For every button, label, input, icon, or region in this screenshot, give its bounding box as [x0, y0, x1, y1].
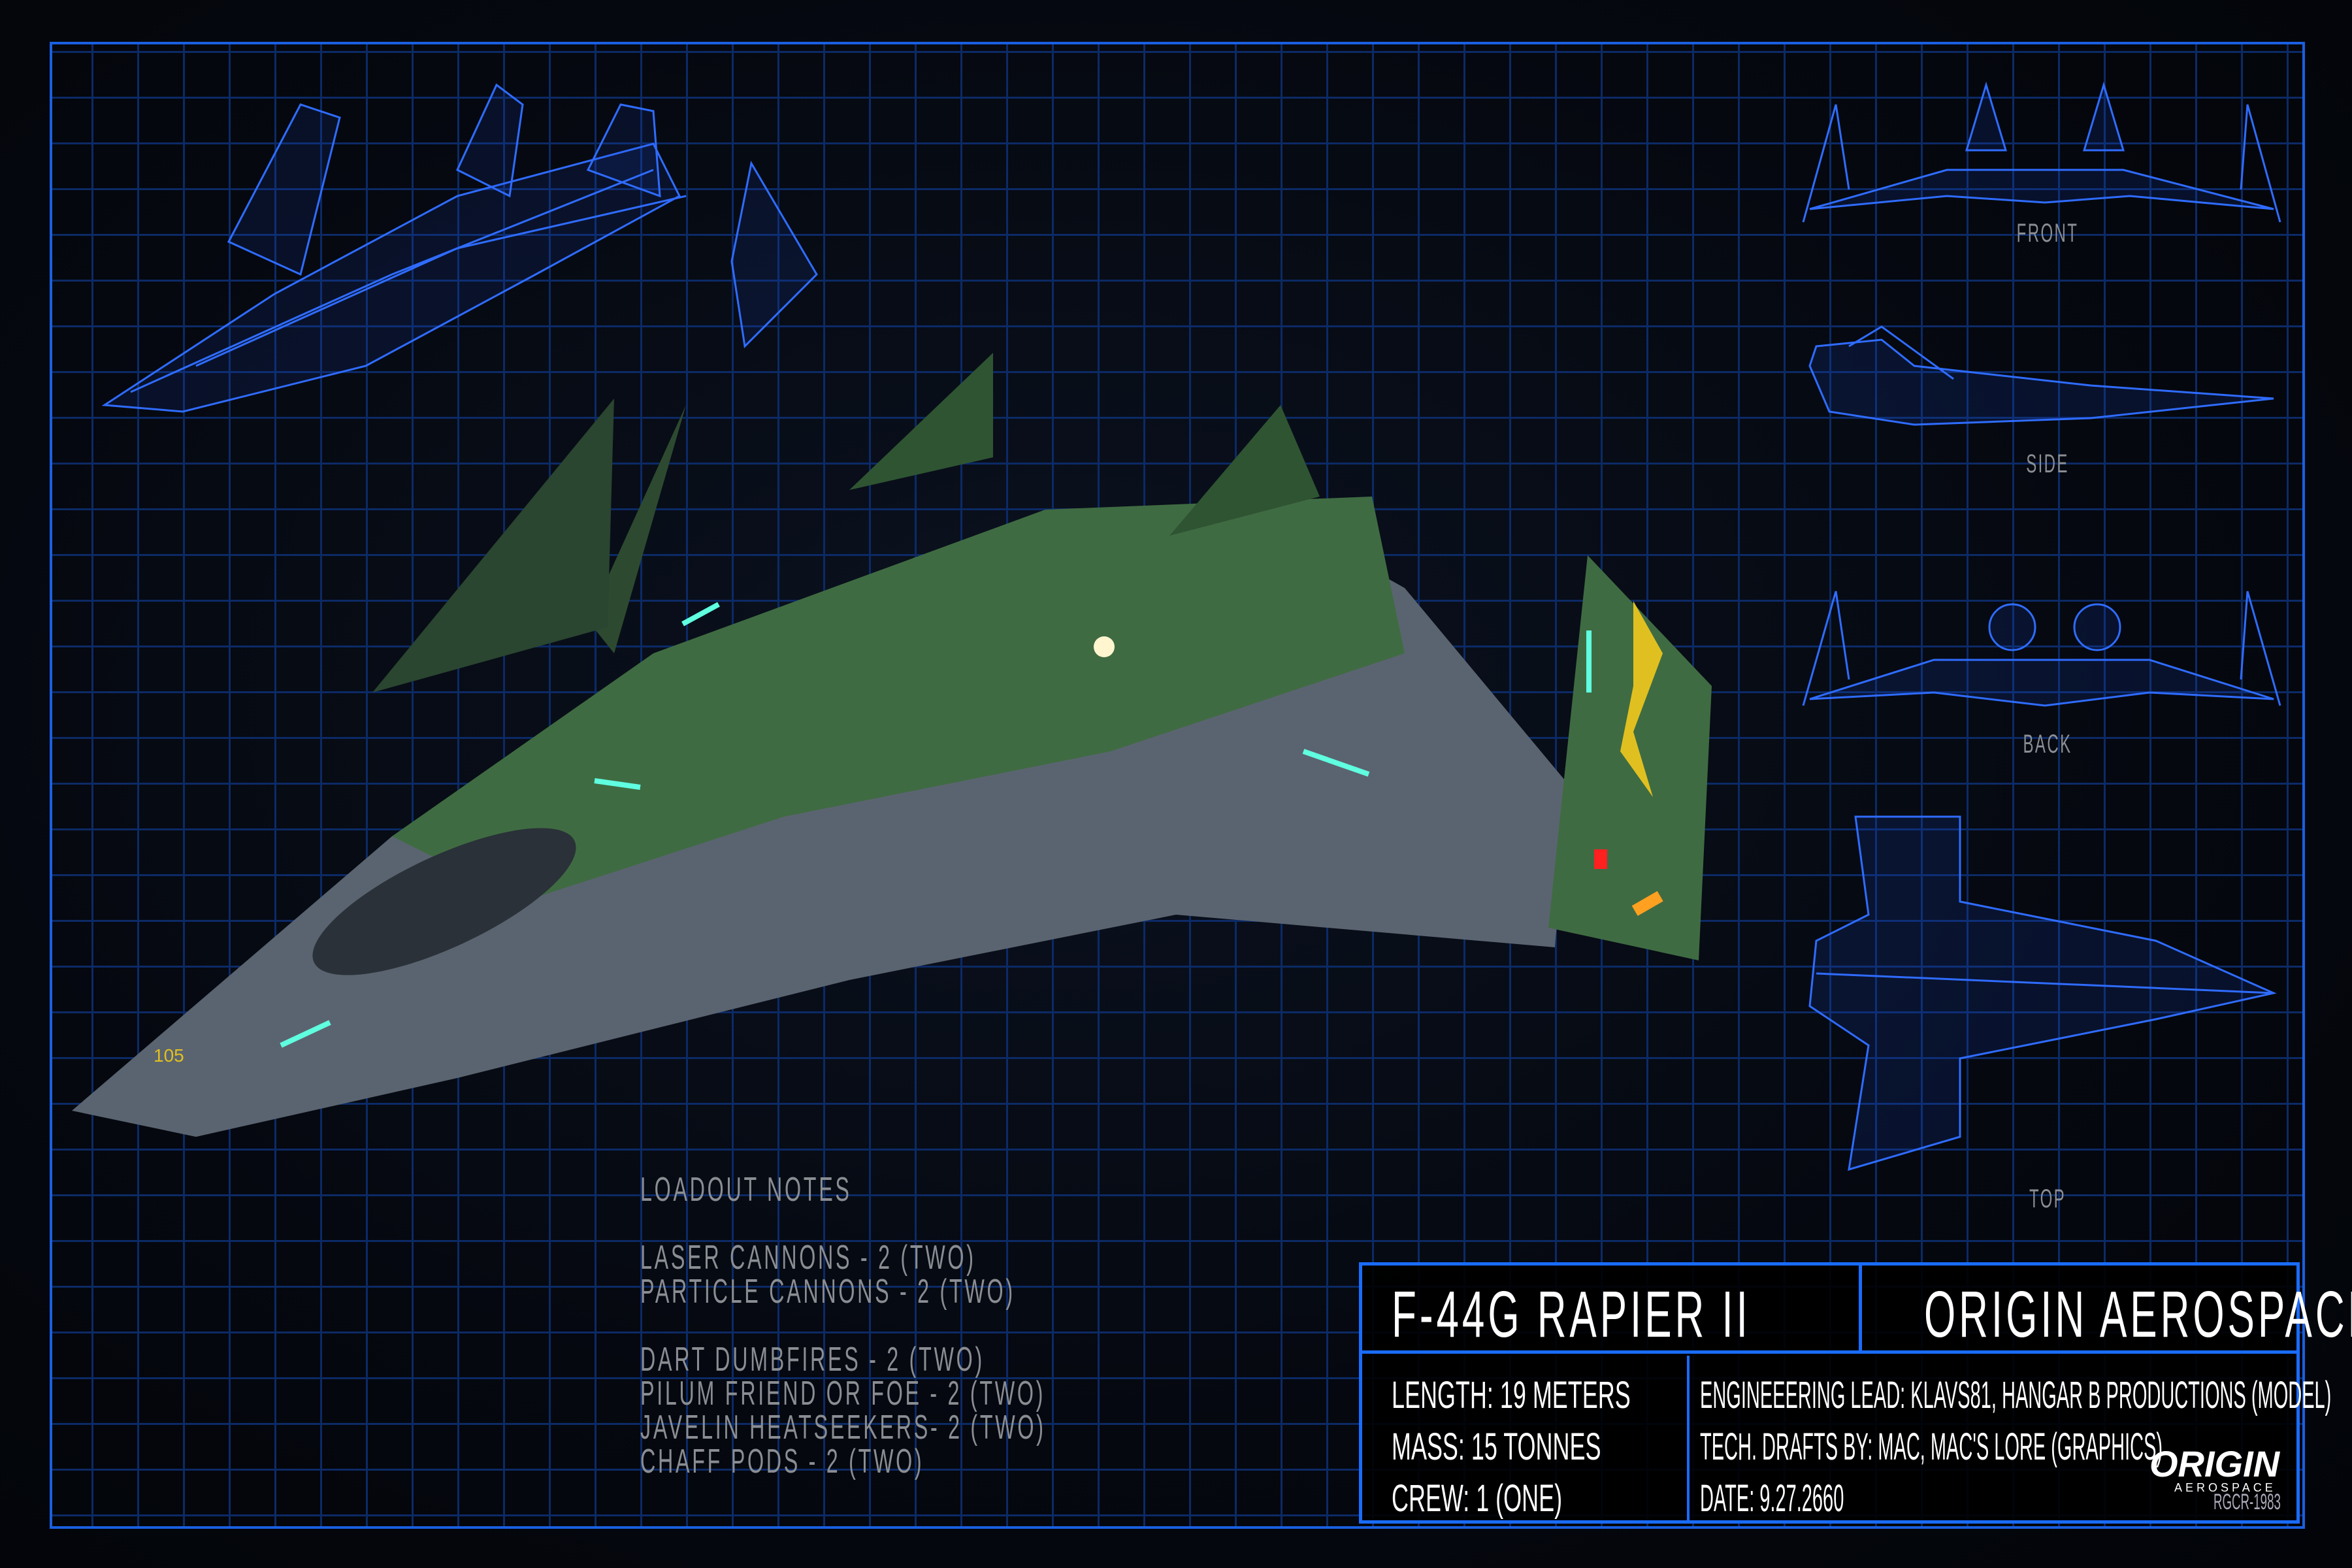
credit-date: DATE: 9.27.2660 [1700, 1477, 1988, 1520]
loadout-item: CHAFF PODS - 2 (TWO) [640, 1445, 1294, 1478]
loadout-title-text: LOADOUT NOTES [640, 1171, 852, 1209]
loadout-item: DART DUMBFIRES - 2 (TWO) [640, 1343, 1294, 1377]
wireframe-top-view [1808, 815, 2277, 1171]
view-label-back: BACK [2007, 730, 2089, 759]
loadout-item: LASER CANNONS - 2 (TWO) [640, 1241, 1294, 1275]
spec-crew: CREW: 1 (ONE) [1392, 1477, 1667, 1520]
wireframe-perspective-view [101, 83, 818, 413]
loadout-item: JAVELIN HEATSEEKERS- 2 (TWO) [640, 1411, 1294, 1445]
loadout-item-text: DART DUMBFIRES - 2 (TWO) [640, 1341, 985, 1379]
info-header-row [1362, 1266, 2296, 1354]
ship-render: 105 [72, 353, 1712, 1137]
spec-text: CREW: 1 (ONE) [1392, 1477, 1563, 1520]
spec-info-box: F-44G RAPIER II ORIGIN AEROSPACE LENGTH:… [1359, 1262, 2352, 1524]
view-label-top: TOP [2017, 1184, 2078, 1214]
loadout-item-text: JAVELIN HEATSEEKERS- 2 (TWO) [640, 1409, 1046, 1446]
credit-engineering: ENGINEEERING LEAD: KLAVS81, HANGAR B PRO… [1700, 1373, 2352, 1417]
credit-drafts: TECH. DRAFTS BY: MAC, MAC'S LORE (GRAPHI… [1700, 1425, 2352, 1469]
view-label-text: FRONT [2016, 219, 2079, 248]
loadout-item-text: LASER CANNONS - 2 (TWO) [640, 1239, 976, 1277]
view-label-side: SIDE [2012, 449, 2083, 479]
view-label-text: TOP [2029, 1184, 2066, 1213]
loadout-item-text: PARTICLE CANNONS - 2 (TWO) [640, 1273, 1015, 1311]
credit-text: ENGINEEERING LEAD: KLAVS81, HANGAR B PRO… [1700, 1374, 2332, 1416]
spec-mass: MASS: 15 TONNES [1392, 1425, 1729, 1469]
view-label-text: SIDE [2026, 449, 2069, 478]
spec-length: LENGTH: 19 METERS [1392, 1373, 1777, 1417]
loadout-notes: LOADOUT NOTES LASER CANNONS - 2 (TWO) PA… [640, 1173, 1294, 1478]
spec-text: MASS: 15 TONNES [1392, 1426, 1601, 1468]
reference-code-text: RGCR-1983 [2213, 1490, 2281, 1514]
ship-model-title: F-44G RAPIER II [1392, 1277, 1971, 1352]
loadout-item: PARTICLE CANNONS - 2 (TWO) [640, 1275, 1294, 1309]
spec-text: LENGTH: 19 METERS [1392, 1374, 1631, 1416]
logo-text: ORIGIN [2149, 1443, 2280, 1484]
credit-text: DATE: 9.27.2660 [1700, 1477, 1844, 1520]
divider [1859, 1266, 1862, 1350]
loadout-item-text: PILUM FRIEND OR FOE - 2 (TWO) [640, 1375, 1046, 1413]
loadout-item-text: CHAFF PODS - 2 (TWO) [640, 1443, 924, 1480]
manufacturer-text: ORIGIN AEROSPACE [1924, 1278, 2352, 1351]
wireframe-front-view [1802, 81, 2281, 223]
wireframe-side-view [1808, 325, 2274, 426]
wireframe-back-view [1802, 591, 2281, 707]
logo-subtext: AEROSPACE [2174, 1481, 2276, 1494]
credit-text: TECH. DRAFTS BY: MAC, MAC'S LORE (GRAPHI… [1700, 1426, 2163, 1468]
view-label-text: BACK [2023, 730, 2072, 759]
hull-number: 105 [154, 1045, 184, 1066]
loadout-title: LOADOUT NOTES [640, 1173, 1294, 1207]
view-label-front: FRONT [1996, 219, 2099, 248]
loadout-item: PILUM FRIEND OR FOE - 2 (TWO) [640, 1377, 1294, 1411]
divider [1687, 1356, 1690, 1522]
reference-code: RGCR-1983 [2213, 1490, 2336, 1515]
ship-model-text: F-44G RAPIER II [1392, 1278, 1751, 1351]
manufacturer-title: ORIGIN AEROSPACE [1924, 1277, 2352, 1352]
